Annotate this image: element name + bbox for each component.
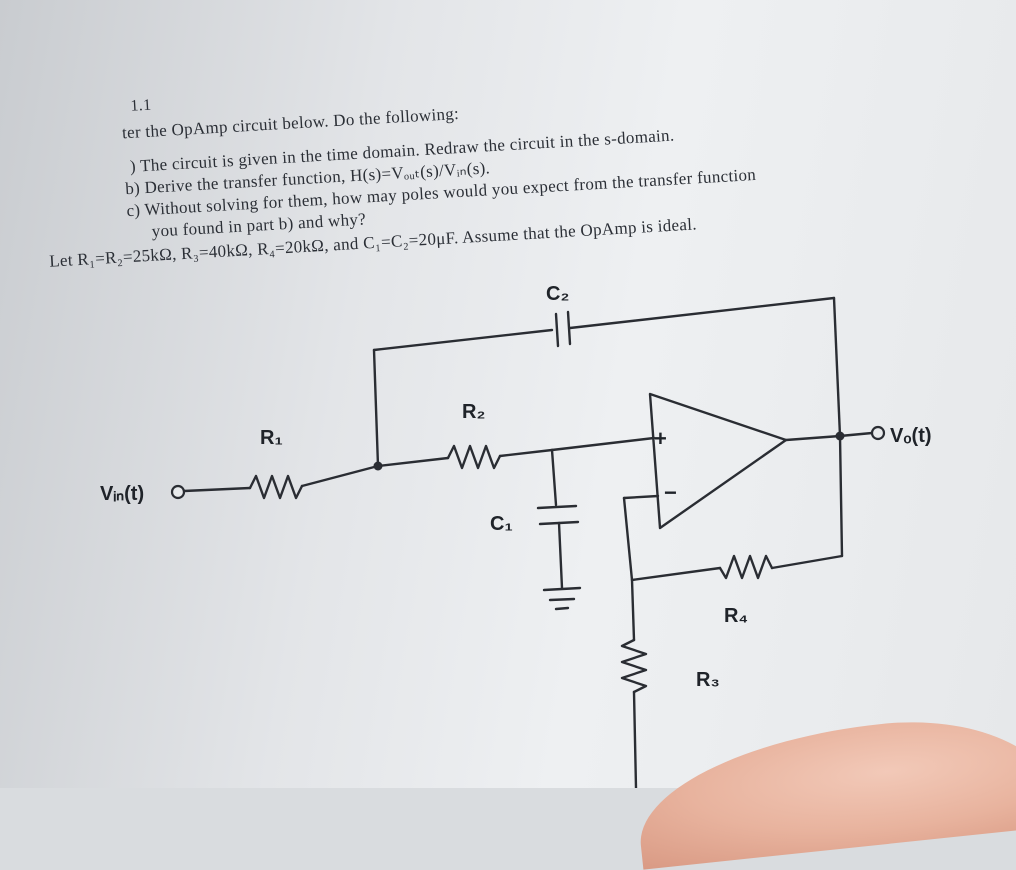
wire-top-right bbox=[568, 296, 836, 330]
resistor-r4 bbox=[718, 554, 774, 580]
ground-line-1 bbox=[542, 586, 582, 592]
wire-vin-r1 bbox=[182, 486, 252, 493]
label-r4: R₄ bbox=[724, 605, 748, 627]
opamp-triangle bbox=[648, 392, 788, 530]
resistor-r3 bbox=[620, 638, 648, 694]
label-r3: R₃ bbox=[696, 669, 720, 691]
wire-node-r3 bbox=[630, 578, 636, 642]
ground-line-3 bbox=[554, 606, 570, 611]
circuit-diagram: C₂ R₁ R₂ C₁ R₃ R₄ Vᵢₙ(t) Vₒ(t) + − bbox=[100, 283, 932, 788]
wire-r2-node2 bbox=[498, 448, 554, 458]
wire-node2-c1 bbox=[550, 448, 558, 507]
wire-to-r4 bbox=[770, 554, 844, 570]
wire-right-down bbox=[832, 296, 842, 438]
vout-terminal bbox=[870, 425, 886, 441]
wire-c1-ground bbox=[557, 521, 564, 590]
capacitor-c1-plate-1 bbox=[536, 504, 578, 510]
wire-node-up bbox=[372, 348, 380, 468]
capacitor-c2-plate-1 bbox=[554, 312, 560, 348]
vin-terminal bbox=[170, 484, 186, 500]
label-r1: R₁ bbox=[260, 427, 283, 449]
wire-opamp-out bbox=[784, 434, 842, 442]
paper-sheet bbox=[0, 0, 1016, 788]
wire-r4-node bbox=[630, 566, 722, 582]
label-vin: Vᵢₙ(t) bbox=[100, 483, 144, 505]
wire-minus-down bbox=[622, 496, 634, 582]
label-c2: C₂ bbox=[546, 283, 569, 305]
wire-top-left bbox=[372, 328, 554, 352]
wire-minus-left bbox=[622, 494, 660, 500]
label-opamp-plus: + bbox=[654, 426, 667, 451]
wire-output-down bbox=[838, 434, 844, 558]
label-r2: R₂ bbox=[462, 401, 485, 423]
wire-out-terminal bbox=[838, 431, 874, 438]
label-opamp-minus: − bbox=[664, 480, 677, 505]
wire-r3-bottom bbox=[632, 690, 638, 788]
resistor-r2 bbox=[446, 444, 502, 470]
wire-to-plus bbox=[550, 436, 656, 452]
label-vout: Vₒ(t) bbox=[890, 425, 932, 447]
resistor-r1 bbox=[248, 474, 304, 500]
label-c1: C₁ bbox=[490, 513, 513, 535]
wire-node-r2 bbox=[376, 456, 450, 468]
wire-r1-node bbox=[300, 464, 380, 488]
ground-line-2 bbox=[548, 597, 576, 602]
